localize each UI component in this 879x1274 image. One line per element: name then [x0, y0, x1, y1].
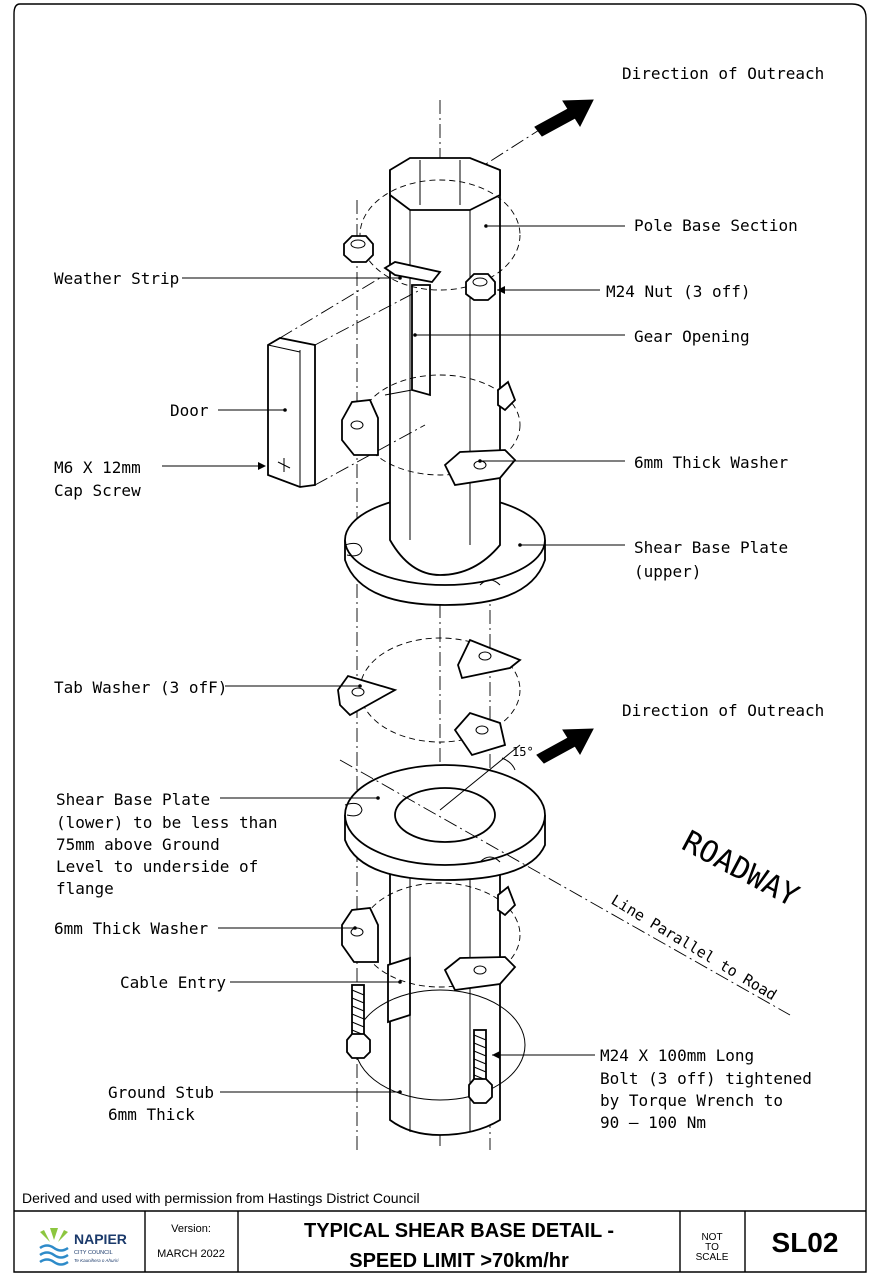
label-angle: 15° [512, 745, 534, 759]
label-shear-plate-lower-line1: Shear Base Plate [56, 790, 210, 809]
upper-assembly [267, 99, 594, 1150]
label-tab-washer: Tab Washer (3 ofF) [54, 678, 227, 697]
scale-line2: TO [705, 1242, 719, 1253]
washer-upper [497, 380, 517, 412]
washer-upper [443, 449, 517, 486]
label-bolt-line2: Bolt (3 off) tightened [600, 1069, 812, 1088]
washer-lower [341, 907, 379, 963]
label-cap-screw-line2: Cap Screw [54, 481, 141, 500]
label-ground-stub-line2: 6mm Thick [108, 1105, 195, 1124]
cable-entry [387, 956, 411, 1024]
label-direction-outreach-lower: Direction of Outreach [622, 701, 824, 720]
label-weather-strip: Weather Strip [54, 269, 179, 288]
label-bolt-line1: M24 X 100mm Long [600, 1046, 754, 1065]
scale-line3: SCALE [696, 1252, 729, 1263]
bolt-circle [359, 374, 521, 476]
label-m24-nut: M24 Nut (3 off) [606, 282, 751, 301]
label-bolt-line3: by Torque Wrench to [600, 1091, 783, 1110]
label-shear-plate-upper-line2: (upper) [634, 562, 701, 581]
drawing-title-line2: SPEED LIMIT >70km/hr [349, 1250, 569, 1272]
direction-arrow-upper [534, 99, 594, 137]
logo-name: NAPIER [74, 1231, 127, 1247]
m24-nut [343, 235, 374, 263]
door [267, 277, 426, 488]
sheet-code: SL02 [772, 1227, 839, 1258]
weather-strip [383, 261, 442, 283]
pole-base-section [384, 157, 501, 576]
logo-sub: CITY COUNCIL [74, 1250, 113, 1256]
washer-lower [443, 956, 517, 991]
label-door: Door [170, 401, 209, 420]
version-label: Version: [171, 1223, 211, 1235]
label-cable-entry: Cable Entry [120, 973, 226, 992]
label-washer-lower: 6mm Thick Washer [54, 919, 208, 938]
drawing-title-line1: TYPICAL SHEAR BASE DETAIL - [304, 1220, 614, 1242]
version-value: MARCH 2022 [157, 1248, 225, 1260]
cap-screw-icon [277, 458, 291, 472]
label-ground-stub-line1: Ground Stub [108, 1083, 214, 1102]
leader-lines [162, 224, 625, 1094]
shear-base-plate-lower [344, 764, 546, 881]
ground-stub [387, 860, 501, 1136]
scale-line1: NOT [701, 1232, 722, 1243]
washer-upper [341, 399, 379, 456]
lower-assembly [339, 728, 791, 1136]
label-shear-plate-lower-line3: 75mm above Ground [56, 835, 220, 854]
label-cap-screw-line1: M6 X 12mm [54, 458, 141, 477]
washer-lower [497, 885, 517, 917]
sheet-border [13, 3, 867, 1273]
tab-washers [337, 637, 522, 757]
label-washer-upper: 6mm Thick Washer [634, 453, 788, 472]
label-shear-plate-lower-line4: Level to underside of [56, 857, 258, 876]
bolt-circle [359, 179, 521, 291]
label-shear-plate-upper-line1: Shear Base Plate [634, 538, 788, 557]
napier-logo: NAPIER CITY COUNCIL Te Kaunihera o Ahuri… [39, 1228, 127, 1266]
label-pole-base-section: Pole Base Section [634, 216, 798, 235]
label-direction-outreach-top: Direction of Outreach [622, 64, 824, 83]
direction-arrow-lower [536, 728, 594, 764]
road-parallel-line [339, 759, 791, 1016]
label-line-parallel: Line Parallel to Road [608, 891, 780, 1004]
m24-bolt [346, 984, 371, 1059]
label-bolt-line4: 90 – 100 Nm [600, 1113, 706, 1132]
label-roadway: ROADWAY [676, 824, 804, 914]
m24-bolt [468, 1029, 493, 1104]
title-block: Derived and used with permission from Ha… [14, 1190, 866, 1272]
label-shear-plate-lower-line5: flange [56, 879, 114, 898]
m24-nut [465, 273, 496, 301]
angle-line [439, 744, 521, 811]
label-gear-opening: Gear Opening [634, 327, 750, 346]
logo-tagline: Te Kaunihera o Ahuriri [74, 1258, 119, 1263]
attribution-text: Derived and used with permission from Ha… [22, 1190, 420, 1206]
label-shear-plate-lower-line2: (lower) to be less than [56, 813, 278, 832]
